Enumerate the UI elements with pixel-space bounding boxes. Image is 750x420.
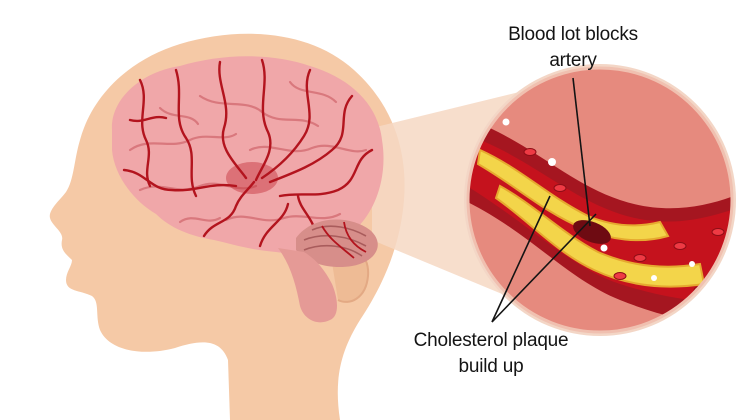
- cholesterol-plaque-label-line2: build up: [396, 354, 586, 380]
- blood-clot-label-line2: artery: [488, 48, 658, 74]
- stroke-area: [226, 162, 278, 194]
- cholesterol-plaque-label: Cholesterol plaque build up: [396, 328, 586, 380]
- blood-clot-label-line1: Blood lot blocks: [488, 22, 658, 48]
- cholesterol-plaque-label-line1: Cholesterol plaque: [396, 328, 586, 354]
- blood-clot-label: Blood lot blocks artery: [488, 22, 658, 74]
